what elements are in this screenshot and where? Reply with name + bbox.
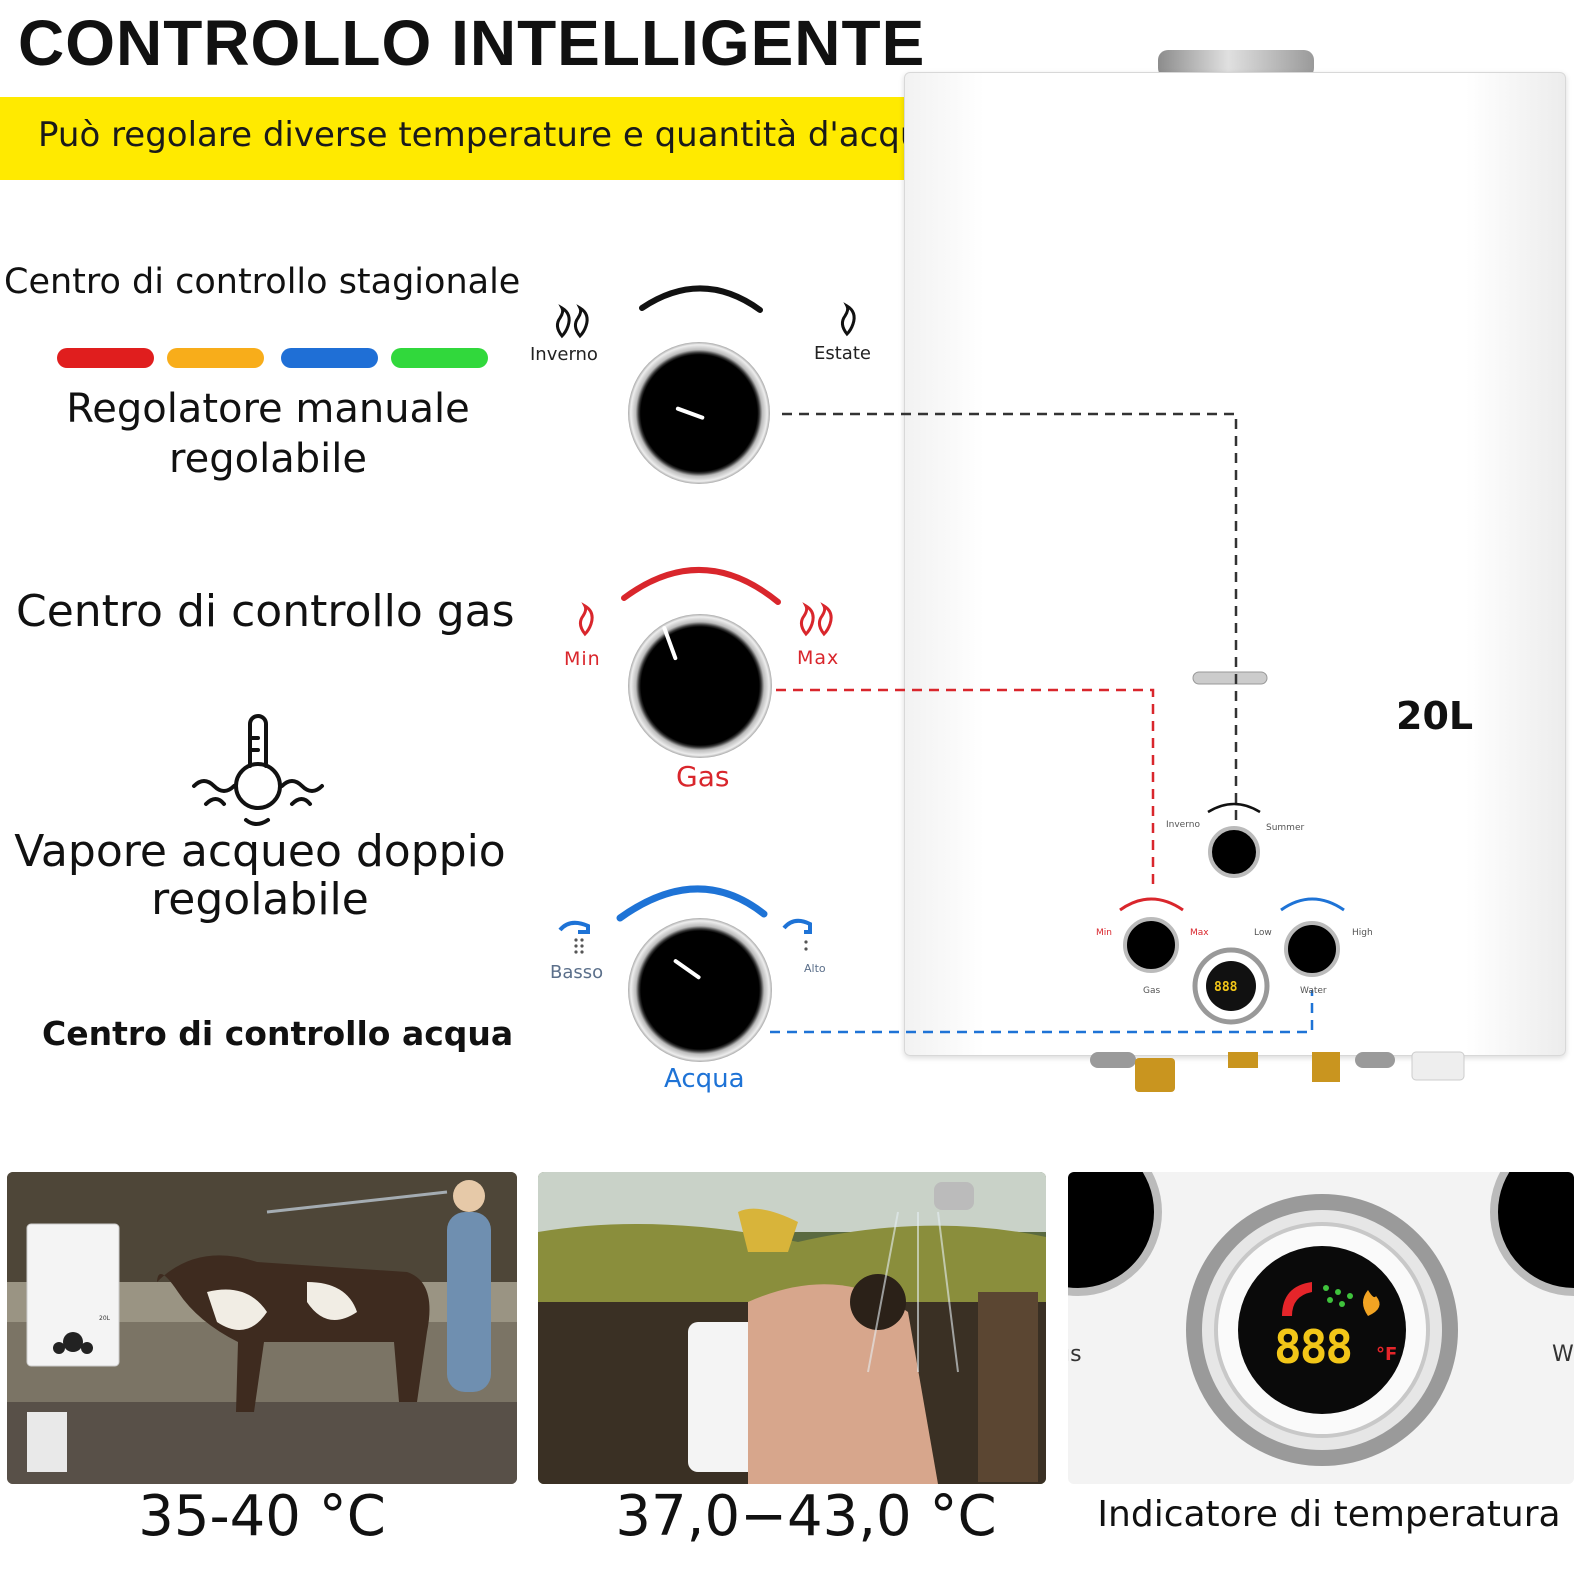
single-flame-icon [840,302,856,337]
color-bar-blue [281,348,378,368]
seasonal-subtitle-line2: regolabile [169,436,367,482]
photo3-caption: Indicatore di temperatura [1097,1494,1561,1535]
double-flame-icon [555,304,589,339]
mini-water-label: Water [1300,986,1327,996]
capacity-label: 20L [1396,694,1474,738]
seasonal-heading: Centro di controllo stagionale [4,262,521,302]
mini-heater-capacity: 20L [99,1315,111,1322]
gas-leader-line [776,688,1155,890]
edge-text-right: W [1552,1342,1574,1367]
water-arc [616,885,768,922]
mini-inverno-label: Inverno [1166,820,1200,830]
banner: Può regolare diverse temperature e quant… [0,97,958,180]
gas-knob-label: Gas [676,760,730,793]
mini-season-knob [1208,826,1260,878]
photo-horse-washing-image: 20L [7,1172,517,1484]
mini-high-label: High [1352,928,1373,938]
page-title: CONTROLLO INTELLIGENTE [18,7,926,79]
gas-heading: Centro di controllo gas [16,586,515,637]
mini-water-knob [1284,921,1340,977]
steam-line1: Vapore acqueo doppio [14,826,506,877]
seasonal-subtitle: Regolatore manuale regolabile [0,384,536,484]
low-shower-icon [558,920,590,954]
edge-text-left: ıs [1068,1342,1082,1367]
gas-inlet-fitting [1135,1058,1175,1092]
water-knob[interactable] [628,918,772,1062]
mini-display-digits: 888 [1214,980,1238,995]
water-leader-line [770,990,1314,1034]
photo-display-closeup: 888 °F ıs W [1068,1172,1574,1484]
mini-display [1206,961,1256,1011]
mini-gas-knob [1123,917,1179,973]
seasonal-subtitle-line1: Regolatore manuale [66,386,470,432]
water-heading: Centro di controllo acqua [42,1014,514,1053]
color-bar-green [391,348,488,368]
season-arc [639,285,763,313]
banner-text: Può regolare diverse temperature e quant… [38,115,943,155]
min-flame-icon [578,602,594,637]
display-unit: °F [1376,1344,1398,1365]
mini-min-label: Min [1096,928,1112,938]
water-low-label: Basso [550,962,604,983]
inverno-label: Inverno [530,344,598,365]
gas-arc [621,567,781,605]
mini-max-label: Max [1190,928,1209,938]
thermometer-steam-icon [192,714,324,826]
color-bar-red [57,348,154,368]
gas-min-label: Min [564,648,601,670]
color-bar-orange [167,348,264,368]
max-flame-icon [799,602,833,637]
water-high-label: Alto [804,962,826,975]
season-leader-line [782,412,1238,832]
season-knob[interactable] [628,342,770,484]
temperature-display-closeup [1068,1172,1574,1466]
mini-gas-label: Gas [1143,986,1161,996]
mini-heater-in-photo [26,1223,120,1367]
flame-icon [1363,1290,1380,1316]
display-digits: 888 [1274,1320,1353,1374]
vent-grille [1192,671,1268,685]
photo-horse-washing: 20L [7,1172,517,1484]
photo-outdoor-shower-image [538,1172,1046,1484]
mini-low-label: Low [1254,928,1272,938]
display-screen [1238,1246,1406,1414]
mini-summer-label: Summer [1266,823,1305,833]
photo-outdoor-shower [538,1172,1046,1484]
gas-knob[interactable] [628,614,772,758]
photo1-caption: 35-40 °C [138,1484,386,1549]
photo2-caption: 37,0−43,0 °C [615,1484,997,1549]
water-knob-label: Acqua [664,1064,745,1094]
steam-text: Vapore acqueo doppio regolabile [0,828,520,924]
tap-icon [1282,1282,1312,1316]
steam-line2: regolabile [151,874,369,925]
high-shower-icon [782,918,812,951]
estate-label: Estate [814,343,871,364]
gas-max-label: Max [797,647,840,669]
